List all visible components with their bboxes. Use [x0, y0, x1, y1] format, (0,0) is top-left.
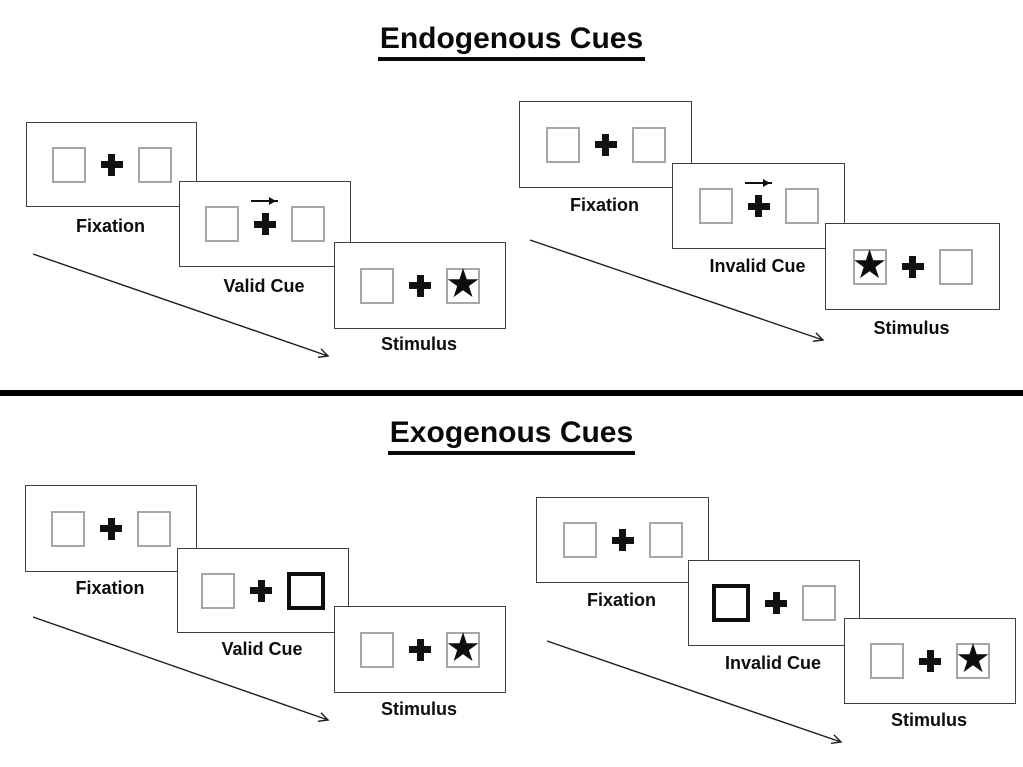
cue-arrow-icon: [251, 196, 278, 205]
left-box: [562, 522, 597, 558]
frame-label: Valid Cue: [221, 639, 303, 659]
stimulus-frame: ★: [844, 618, 1016, 704]
frame-label: Fixation: [75, 578, 145, 598]
left-box: [870, 643, 904, 679]
fixation-center: [611, 529, 634, 551]
fixation-cross-icon: [765, 592, 787, 614]
fixation-cross-icon: [901, 255, 924, 278]
invalid-cue-frame: [672, 163, 845, 249]
right-box: [137, 510, 171, 547]
timeline-arrow: [546, 640, 843, 745]
fixation-center: [765, 592, 787, 614]
left-box: [712, 584, 750, 622]
fixation-cross-icon: [594, 133, 617, 156]
right-box: [784, 188, 819, 224]
frame-label: Fixation: [75, 216, 145, 236]
stimulus-frame: ★: [334, 242, 506, 329]
stimulus-frame: ★: [825, 223, 1000, 310]
left-box: [545, 126, 580, 163]
star-icon: ★: [445, 261, 481, 306]
fixation-center: [100, 153, 123, 176]
frame-label: Stimulus: [380, 699, 457, 719]
right-box: [287, 571, 325, 610]
fixation-cross-icon: [100, 517, 122, 540]
frame-label: Invalid Cue: [709, 256, 806, 276]
fixation-cross-icon: [747, 195, 770, 217]
fixation-cross-icon: [611, 529, 634, 551]
fixation-frame: [26, 122, 197, 207]
star-icon: ★: [445, 625, 481, 670]
exogenous-section-title: Exogenous Cues: [387, 416, 636, 455]
fixation-frame: [536, 497, 709, 583]
left-box: [698, 188, 733, 224]
fixation-cross-icon: [254, 213, 276, 235]
left-box: [360, 631, 394, 668]
right-box: ★: [445, 264, 481, 304]
stimulus-frame: ★: [334, 606, 506, 693]
fixation-center: [409, 638, 431, 661]
left-box: [51, 510, 85, 547]
right-box: [291, 206, 325, 242]
timeline-arrow: [529, 239, 825, 343]
frame-label: Stimulus: [380, 334, 457, 354]
right-box: ★: [445, 628, 481, 668]
section-divider: [0, 390, 1023, 396]
fixation-center: [744, 178, 772, 217]
invalid-cue-frame: [688, 560, 860, 646]
right-box: [802, 585, 836, 621]
fixation-frame: [519, 101, 692, 188]
fixation-center: [409, 274, 431, 297]
frame-label: Stimulus: [890, 710, 967, 730]
fixation-center: [901, 255, 924, 278]
frame-label: Fixation: [569, 195, 639, 215]
frame-label: Invalid Cue: [724, 653, 822, 673]
fixation-cross-icon: [409, 274, 431, 297]
fixation-cross-icon: [409, 638, 431, 661]
fixation-center: [251, 196, 278, 235]
endogenous-section-header: Endogenous Cues: [0, 22, 1023, 61]
right-box: [137, 146, 172, 183]
valid-cue-frame: [179, 181, 351, 267]
timeline-arrow: [32, 253, 330, 359]
star-icon: ★: [955, 637, 991, 681]
frame-label: Fixation: [586, 590, 656, 610]
fixation-center: [250, 579, 272, 602]
left-box: [51, 146, 86, 183]
left-box: ★: [852, 245, 887, 285]
valid-cue-frame: [177, 548, 349, 633]
endogenous-section-title: Endogenous Cues: [377, 22, 646, 61]
fixation-center: [919, 650, 941, 672]
fixation-center: [594, 133, 617, 156]
frame-label: Stimulus: [873, 318, 950, 338]
fixation-frame: [25, 485, 197, 572]
frame-label: Valid Cue: [223, 276, 305, 296]
timeline-arrow: [32, 616, 330, 722]
fixation-cross-icon: [250, 579, 272, 602]
cue-arrow-icon: [744, 178, 772, 187]
right-box: [648, 522, 683, 558]
left-box: [201, 572, 235, 609]
left-box: [205, 206, 239, 242]
fixation-center: [100, 517, 122, 540]
star-icon: ★: [851, 242, 888, 287]
right-box: ★: [955, 639, 991, 679]
right-box: [938, 248, 973, 285]
left-box: [360, 267, 394, 304]
exogenous-section-header: Exogenous Cues: [0, 416, 1023, 455]
right-box: [631, 126, 666, 163]
fixation-cross-icon: [100, 153, 123, 176]
fixation-cross-icon: [919, 650, 941, 672]
